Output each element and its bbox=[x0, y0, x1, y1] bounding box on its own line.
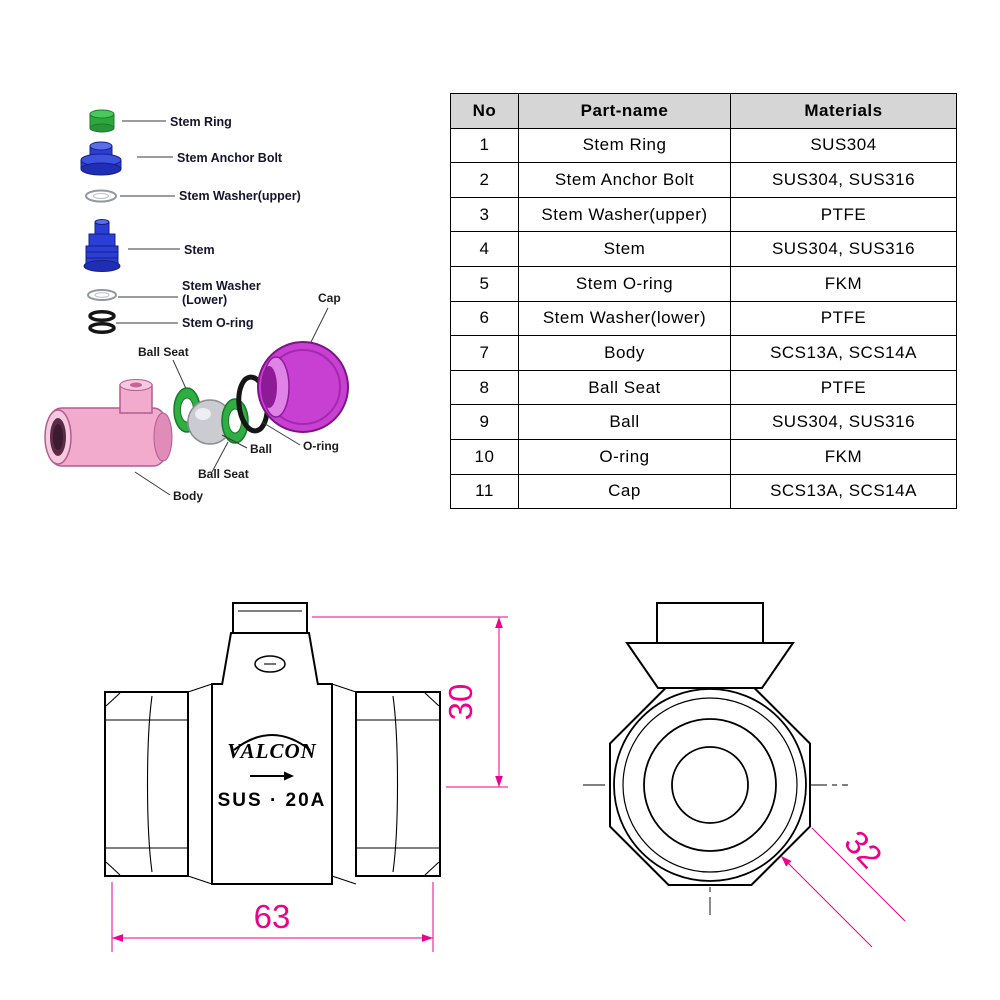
technical-drawing: VALCON SUS · 20A 30 63 bbox=[104, 602, 906, 952]
table-header-row: No Part-name Materials bbox=[450, 93, 957, 129]
valve-center-band bbox=[211, 683, 333, 885]
label-ball: Ball bbox=[250, 442, 272, 456]
side-top-cap bbox=[656, 602, 764, 644]
dim-length: 63 bbox=[111, 882, 434, 952]
cell-part: Stem bbox=[518, 231, 731, 267]
label-stem-washer-lower: Stem Washer bbox=[182, 279, 261, 293]
front-view: VALCON SUS · 20A bbox=[104, 602, 441, 885]
dim-width: 32 bbox=[780, 823, 906, 948]
label-stem-anchor-bolt: Stem Anchor Bolt bbox=[177, 151, 283, 165]
cell-no: 5 bbox=[450, 265, 519, 302]
outer-rim-circle bbox=[613, 688, 807, 882]
exploded-view: Stem Ring Stem Anchor Bolt Stem Washer(u… bbox=[44, 109, 349, 503]
part-stem-anchor-bolt bbox=[80, 141, 122, 176]
label-ball-seat-bottom: Ball Seat bbox=[198, 467, 249, 481]
cell-material: SUS304, SUS316 bbox=[730, 231, 957, 267]
bore-circle bbox=[671, 746, 749, 824]
label-ball-seat-top: Ball Seat bbox=[138, 345, 189, 359]
label-body: Body bbox=[173, 489, 203, 503]
valve-top-cap bbox=[232, 602, 308, 634]
label-stem-washer-lower-2: (Lower) bbox=[182, 293, 227, 307]
label-cap: Cap bbox=[318, 291, 341, 305]
logo-swoosh bbox=[233, 734, 311, 751]
label-stem-oring: Stem O-ring bbox=[182, 316, 254, 330]
cell-no: 11 bbox=[450, 473, 519, 510]
cell-material: SUS304 bbox=[730, 127, 957, 164]
part-stem bbox=[83, 219, 121, 272]
model-marking: SUS · 20A bbox=[218, 790, 327, 811]
valve-left-end bbox=[104, 691, 189, 877]
col-header-materials: Materials bbox=[730, 93, 957, 129]
col-header-part: Part-name bbox=[518, 93, 731, 129]
label-oring: O-ring bbox=[303, 439, 339, 453]
brand-logo: VALCON bbox=[227, 739, 317, 763]
cell-no: 8 bbox=[450, 369, 519, 406]
cell-part: Ball Seat bbox=[518, 369, 731, 406]
cell-no: 2 bbox=[450, 162, 519, 198]
dim-length-label: 63 bbox=[254, 898, 291, 935]
cell-part: Body bbox=[518, 335, 731, 371]
cell-part: Cap bbox=[518, 473, 731, 510]
rim-circle bbox=[622, 697, 798, 873]
cell-no: 1 bbox=[450, 127, 519, 164]
cell-material: PTFE bbox=[730, 196, 957, 233]
cell-no: 10 bbox=[450, 438, 519, 475]
part-cap bbox=[257, 341, 349, 433]
cell-part: Stem Ring bbox=[518, 127, 731, 164]
octagon-face bbox=[609, 684, 811, 886]
part-stem-oring bbox=[88, 310, 116, 334]
side-neck bbox=[625, 642, 795, 689]
label-stem-ring: Stem Ring bbox=[170, 115, 232, 129]
cell-material: PTFE bbox=[730, 300, 957, 337]
cell-material: SUS304, SUS316 bbox=[730, 404, 957, 440]
cell-material: FKM bbox=[730, 438, 957, 475]
cell-part: O-ring bbox=[518, 438, 731, 475]
label-stem-washer-upper: Stem Washer(upper) bbox=[179, 189, 301, 203]
label-stem: Stem bbox=[184, 243, 215, 257]
cell-part: Stem O-ring bbox=[518, 265, 731, 302]
part-body bbox=[44, 379, 173, 467]
part-stem-washer-upper bbox=[85, 189, 117, 203]
cell-part: Stem Washer(upper) bbox=[518, 196, 731, 233]
valve-right-end bbox=[355, 691, 441, 877]
part-ball bbox=[187, 399, 233, 445]
dim-height-label: 30 bbox=[442, 684, 479, 721]
cell-no: 4 bbox=[450, 231, 519, 267]
cell-part: Ball bbox=[518, 404, 731, 440]
logo-arrow-icon bbox=[250, 771, 294, 781]
cell-material: SUS304, SUS316 bbox=[730, 162, 957, 198]
cell-material: SCS13A, SCS14A bbox=[730, 335, 957, 371]
cell-no: 6 bbox=[450, 300, 519, 337]
cell-material: PTFE bbox=[730, 369, 957, 406]
cell-no: 7 bbox=[450, 335, 519, 371]
col-header-no: No bbox=[450, 93, 519, 129]
cell-part: Stem Anchor Bolt bbox=[518, 162, 731, 198]
side-view bbox=[583, 602, 848, 915]
cell-no: 3 bbox=[450, 196, 519, 233]
part-stem-washer-lower bbox=[87, 289, 117, 301]
cell-no: 9 bbox=[450, 404, 519, 440]
dim-width-label: 32 bbox=[837, 823, 889, 875]
part-stem-ring bbox=[89, 109, 115, 133]
cell-material: SCS13A, SCS14A bbox=[730, 473, 957, 510]
boss-circle bbox=[643, 718, 777, 852]
dim-height: 30 bbox=[312, 616, 508, 788]
cell-part: Stem Washer(lower) bbox=[518, 300, 731, 337]
cell-material: FKM bbox=[730, 265, 957, 302]
